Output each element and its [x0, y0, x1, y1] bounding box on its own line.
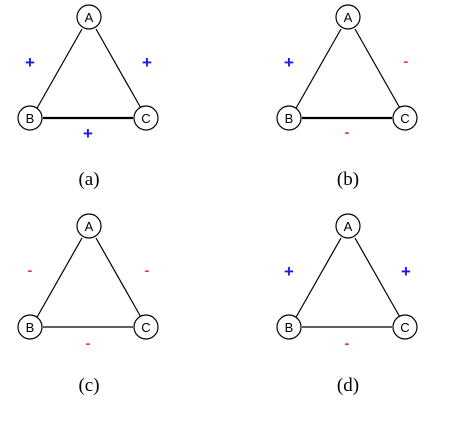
sign-ab: + — [25, 53, 35, 72]
edge-ab — [294, 237, 342, 320]
node-c-label: C — [400, 111, 409, 126]
panel-a: A B C + + + (a) — [17, 4, 159, 190]
panel-caption: (b) — [337, 169, 359, 190]
node-c: C — [133, 105, 159, 131]
node-c: C — [392, 105, 418, 131]
edge-ab — [35, 237, 83, 320]
panel-caption: (d) — [337, 375, 359, 396]
sign-ac: - — [145, 262, 150, 278]
panel-c: A B C - - - (c) — [17, 213, 159, 396]
node-c-label: C — [400, 320, 409, 335]
node-c: C — [133, 314, 159, 340]
edge-ab — [294, 28, 342, 111]
sign-ac: + — [142, 53, 152, 72]
node-a-label: A — [344, 219, 353, 234]
edge-ac — [354, 28, 402, 111]
panel-d: A B C + + - (d) — [276, 213, 418, 396]
edge-ac — [354, 237, 402, 320]
node-b-label: B — [285, 320, 294, 335]
node-c-label: C — [141, 111, 150, 126]
sign-ab: - — [28, 262, 33, 278]
sign-bc: - — [86, 335, 91, 351]
node-b-label: B — [285, 111, 294, 126]
node-a-label: A — [85, 219, 94, 234]
sign-ac: + — [401, 262, 411, 281]
sign-bc: + — [83, 124, 93, 143]
node-b: B — [276, 105, 302, 131]
node-b-label: B — [26, 320, 35, 335]
node-c: C — [392, 314, 418, 340]
node-b: B — [17, 314, 43, 340]
node-b-label: B — [26, 111, 35, 126]
edge-ac — [95, 237, 143, 320]
panel-b: A B C + - - (b) — [276, 4, 418, 190]
node-a: A — [76, 213, 102, 239]
node-c-label: C — [141, 320, 150, 335]
node-a: A — [76, 4, 102, 30]
sign-ac: - — [404, 53, 409, 69]
node-b: B — [276, 314, 302, 340]
sign-ab: + — [284, 262, 294, 281]
panel-caption: (a) — [78, 169, 99, 190]
edge-ab — [35, 28, 83, 111]
node-a: A — [335, 4, 361, 30]
node-a-label: A — [85, 10, 94, 25]
node-b: B — [17, 105, 43, 131]
panel-caption: (c) — [78, 375, 99, 396]
sign-bc: - — [345, 335, 350, 351]
node-a: A — [335, 213, 361, 239]
sign-bc: - — [345, 124, 350, 140]
sign-ab: + — [284, 53, 294, 72]
node-a-label: A — [344, 10, 353, 25]
edge-ac — [95, 28, 143, 111]
